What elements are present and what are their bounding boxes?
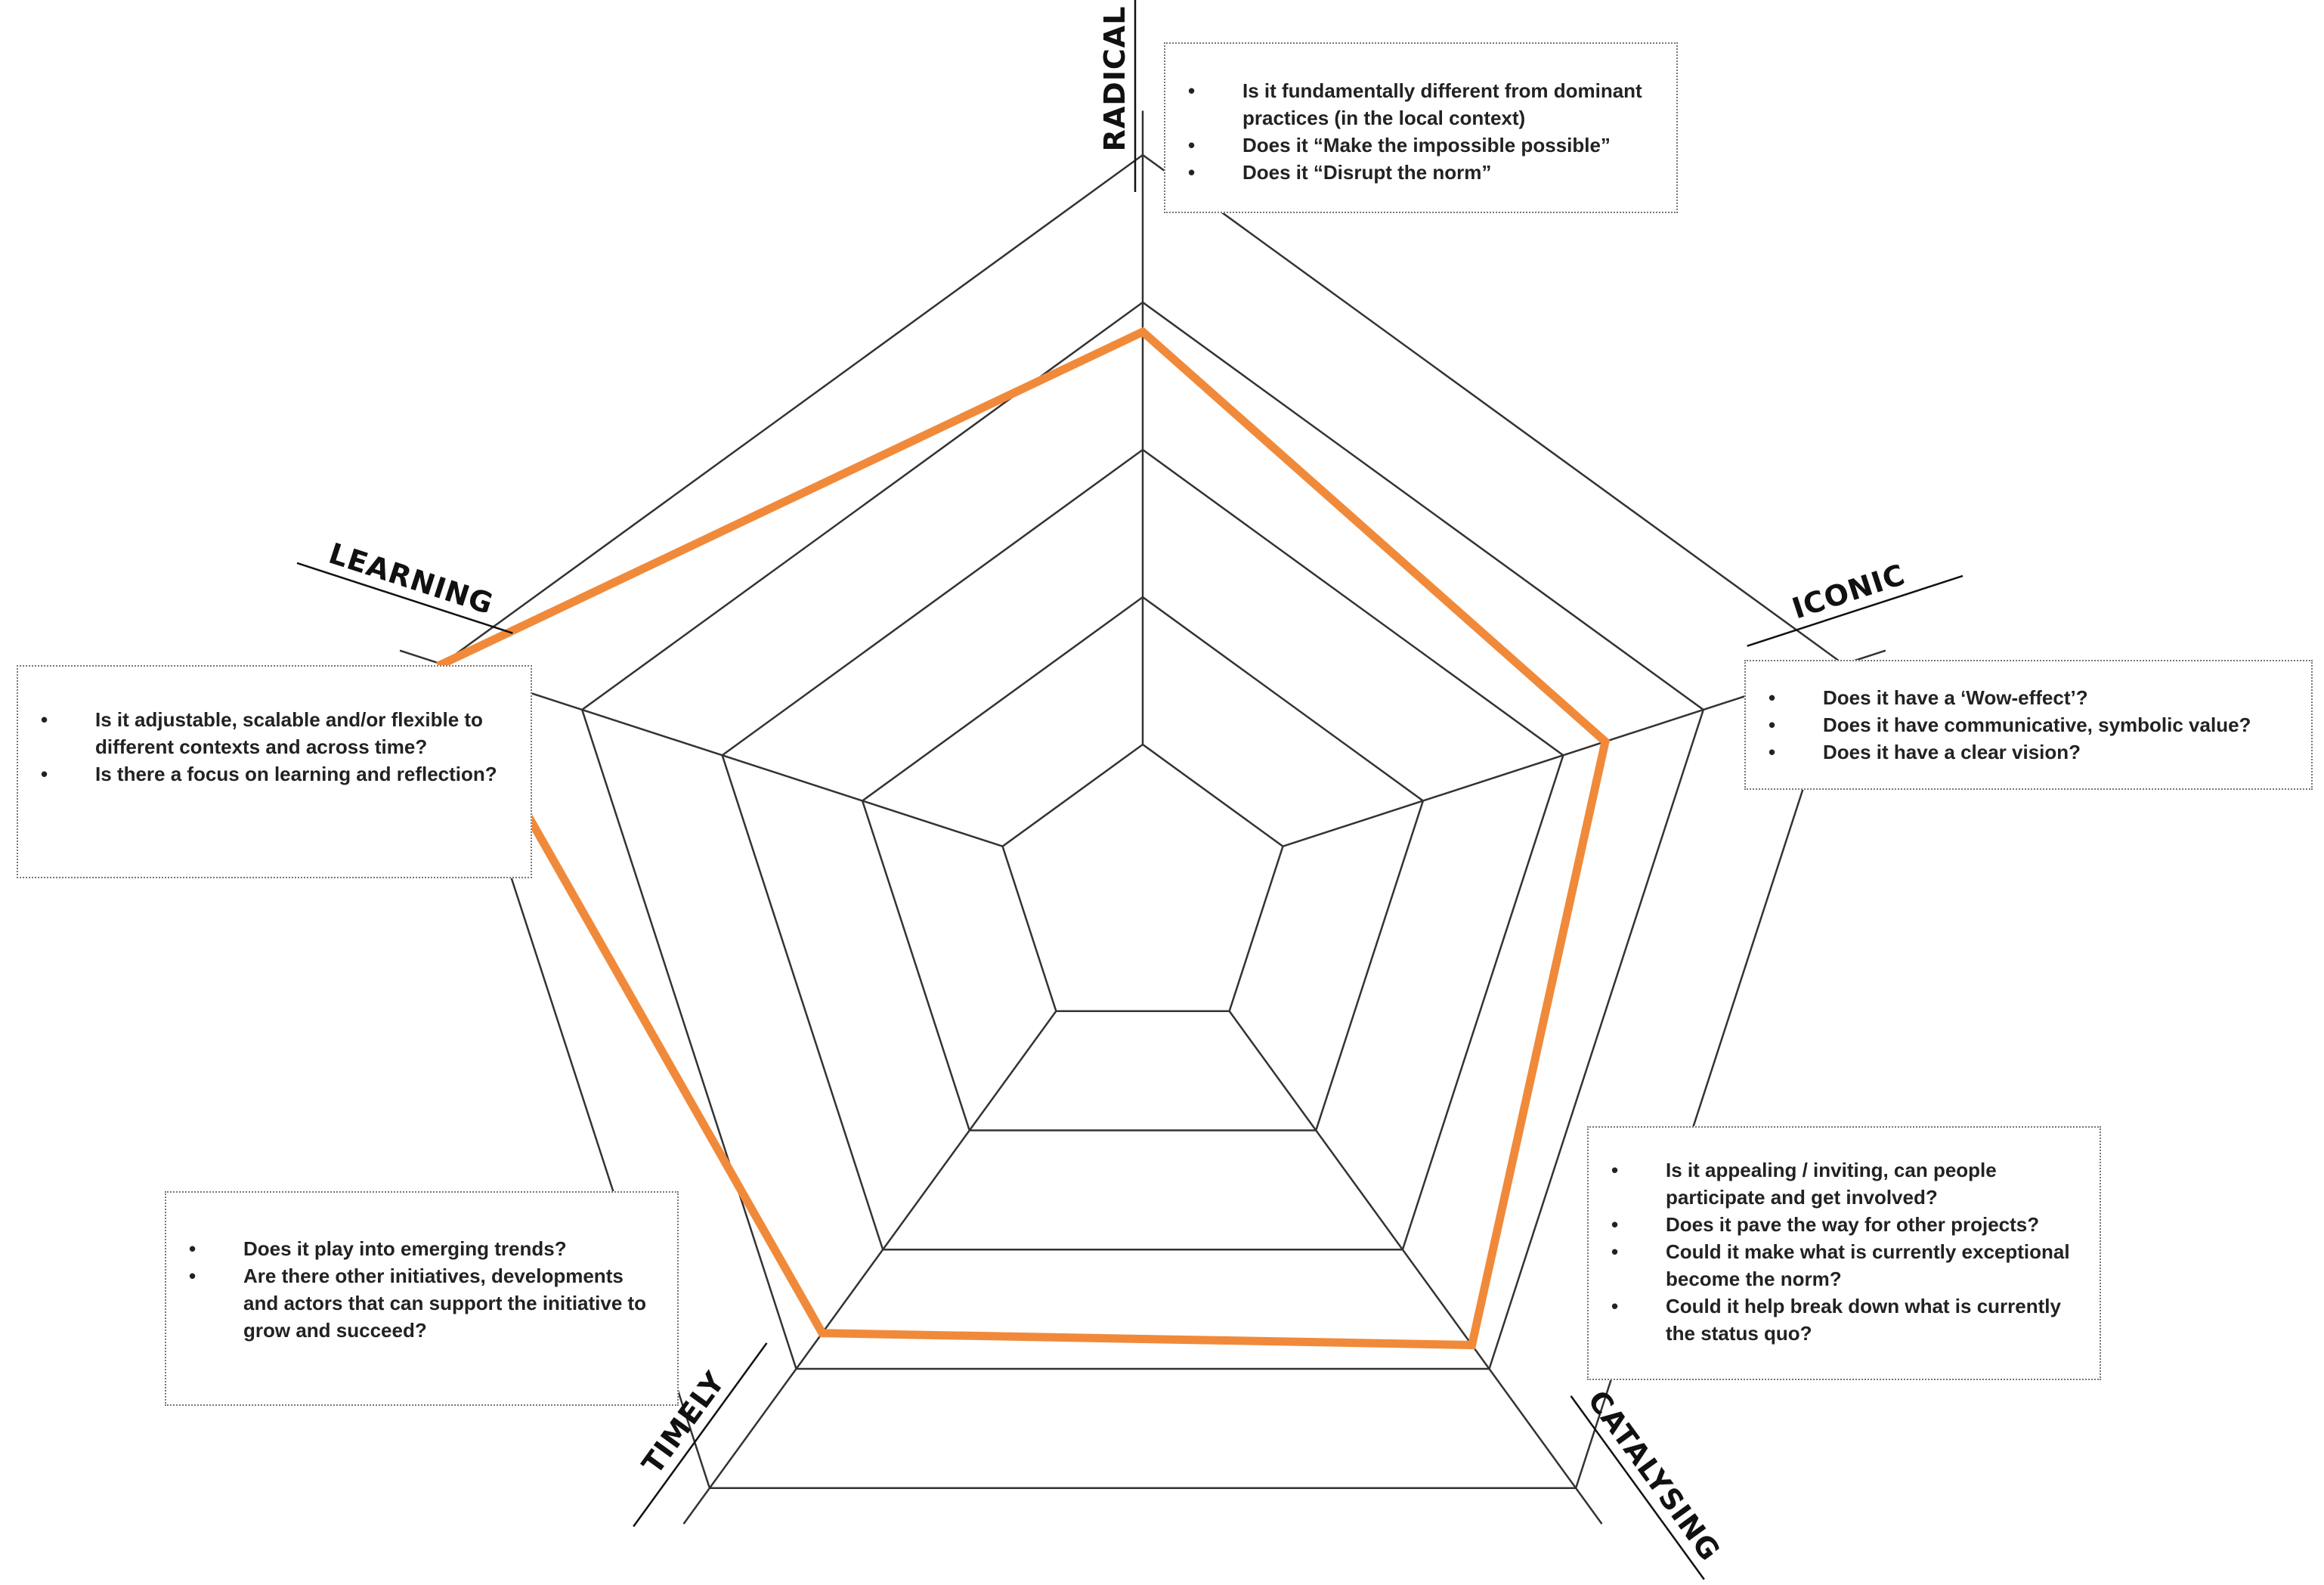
axis-spoke-timely xyxy=(682,1011,1057,1525)
learning-question-item: Is it adjustable, scalable and/or flexib… xyxy=(35,706,512,760)
catalysing-question-item: Could it help break down what is current… xyxy=(1605,1292,2081,1347)
radical-question-box: Is it fundamentally different from domin… xyxy=(1164,42,1678,213)
radar-series xyxy=(436,327,1611,1350)
grid-ring-5 xyxy=(441,153,1845,1490)
catalysing-question-list: Is it appealing / inviting, can people p… xyxy=(1605,1156,2081,1347)
catalysing-question-item: Is it appealing / inviting, can people p… xyxy=(1605,1156,2081,1211)
axis-label-underline xyxy=(633,1342,768,1528)
axis-label-underline xyxy=(1747,574,1963,647)
iconic-question-box: Does it have a ‘Wow-effect’? Does it hav… xyxy=(1744,660,2313,790)
catalysing-question-item: Does it pave the way for other projects? xyxy=(1605,1211,2081,1238)
iconic-question-item: Does it have a clear vision? xyxy=(1762,738,2293,766)
axis-label-underline xyxy=(1570,1395,1705,1580)
axis-label-iconic: ICONIC xyxy=(1747,558,1963,647)
grid-ring-4 xyxy=(580,301,1705,1370)
axis-label-catalysing: CATALYSING xyxy=(1570,1384,1727,1580)
radical-question-item: Does it “Disrupt the norm” xyxy=(1182,159,1658,186)
grid-ring-1 xyxy=(1001,743,1284,1013)
series-line xyxy=(436,327,1611,1350)
timely-question-item: Are there other initiatives, development… xyxy=(183,1262,659,1344)
timely-question-list: Does it play into emerging trends? Are t… xyxy=(183,1235,659,1344)
learning-question-list: Is it adjustable, scalable and/or flexib… xyxy=(35,706,512,788)
data-point-timely xyxy=(818,1329,827,1338)
data-point-catalysing xyxy=(1468,1340,1477,1349)
axis-label-underline xyxy=(296,562,513,634)
radical-question-list: Is it fundamentally different from domin… xyxy=(1182,77,1658,186)
iconic-question-item: Does it have a ‘Wow-effect’? xyxy=(1762,684,2293,711)
axis-label-radical: RADICAL xyxy=(1098,0,1137,192)
catalysing-question-box: Is it appealing / inviting, can people p… xyxy=(1587,1126,2101,1380)
axis-spoke-catalysing xyxy=(1228,1011,1603,1525)
iconic-question-item: Does it have communicative, symbolic val… xyxy=(1762,711,2293,738)
iconic-question-list: Does it have a ‘Wow-effect’? Does it hav… xyxy=(1762,684,2293,766)
axis-label-text: CATALYSING xyxy=(1581,1384,1727,1567)
catalysing-question-item: Could it make what is currently exceptio… xyxy=(1605,1238,2081,1292)
timely-question-item: Does it play into emerging trends? xyxy=(183,1235,659,1262)
timely-question-box: Does it play into emerging trends? Are t… xyxy=(165,1191,679,1406)
radical-question-item: Is it fundamentally different from domin… xyxy=(1182,77,1658,132)
grid-ring-2 xyxy=(861,596,1425,1131)
data-point-radical xyxy=(1138,327,1147,336)
learning-question-item: Is there a focus on learning and reflect… xyxy=(35,760,512,788)
axis-label-text: ICONIC xyxy=(1788,558,1909,625)
radical-question-item: Does it “Make the impossible possible” xyxy=(1182,132,1658,159)
axis-label-learning: LEARNING xyxy=(296,537,513,634)
learning-question-box: Is it adjustable, scalable and/or flexib… xyxy=(17,665,532,878)
axis-label-text: RADICAL xyxy=(1098,6,1131,152)
grid-ring-3 xyxy=(721,448,1564,1251)
data-point-iconic xyxy=(1601,737,1610,746)
axis-label-text: LEARNING xyxy=(325,537,497,621)
